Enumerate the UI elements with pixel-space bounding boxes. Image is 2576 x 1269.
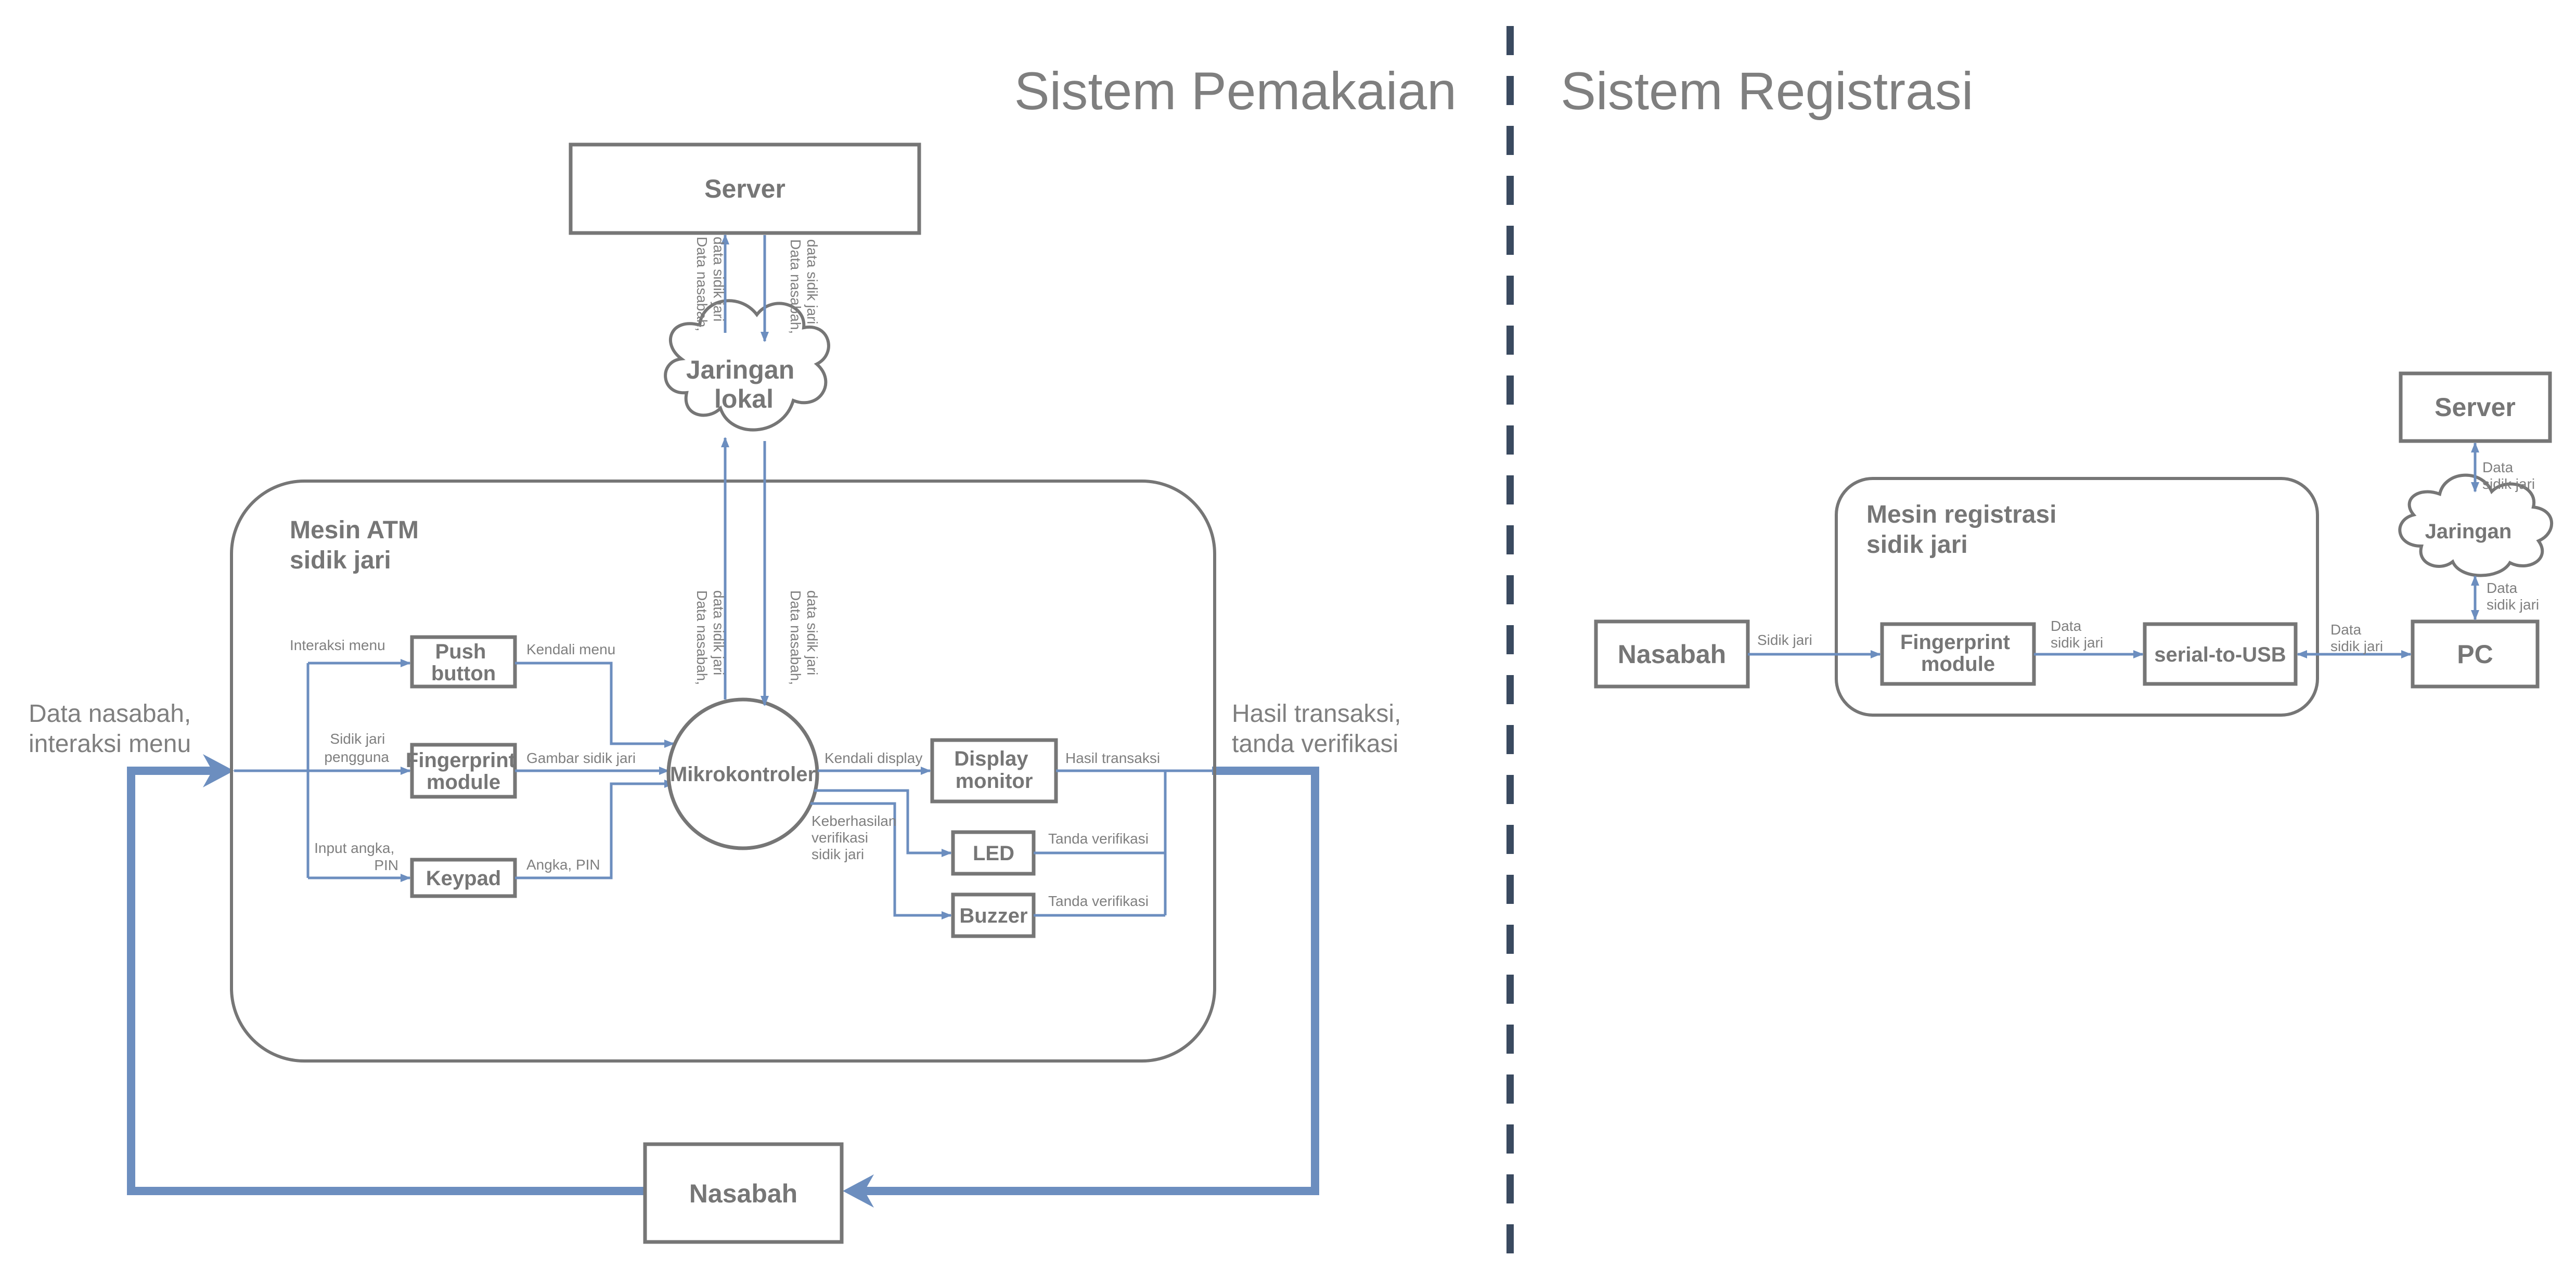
server-label: Server [704, 174, 785, 203]
edge-label-keberhasilan-verifikasi: Keberhasilan verifikasi sidik jari [812, 813, 900, 862]
keypad-label: Keypad [426, 867, 501, 890]
atm-machine-label: Mesin ATM sidik jari [290, 516, 426, 574]
edge-label-input-angka-pin: Input angka, PIN [314, 840, 398, 873]
nasabah-box [643, 1142, 844, 1244]
title-registration-system: Sistem Registrasi [1561, 61, 1974, 121]
display-monitor-box [930, 738, 1058, 804]
edge-label-data-down-lower: Data nasabah, data sidik jari [788, 590, 820, 689]
edge-label-interaksi-menu: Interaksi menu [290, 637, 385, 653]
registration-machine-container [1835, 477, 2319, 717]
edge-label-reg-data-2: Data sidik jari [2330, 621, 2383, 654]
edge-label-tanda-verifikasi-led: Tanda verifikasi [1048, 831, 1149, 847]
edge-label-sidik-jari-pengguna: Sidik jari pengguna [324, 731, 389, 765]
input-label: Data nasabah, interaksi menu [29, 700, 198, 758]
edge-label-data-up-upper: Data nasabah, data sidik jari [694, 237, 727, 335]
edge-label-data-up-lower: Data nasabah, data sidik jari [694, 590, 727, 689]
edge-label-gambar-sidik-jari: Gambar sidik jari [526, 750, 636, 766]
buzzer-box [951, 892, 1036, 938]
registration-fingerprint-label: Fingerprint module [1900, 631, 2016, 676]
output-arrowhead [843, 1174, 874, 1208]
edge-label-hasil-transaksi: Hasil transaksi [1065, 750, 1160, 766]
nasabah-label: Nasabah [689, 1179, 797, 1208]
atm-machine-container [230, 480, 1216, 1063]
registration-network-label: Jaringan [2425, 520, 2512, 543]
edge-push-to-mcu [515, 662, 675, 748]
local-network-label: Jaringan lokal [686, 355, 802, 413]
registration-server-label: Server [2435, 393, 2516, 422]
registration-server-box [2399, 371, 2552, 443]
user-input-loop [127, 767, 645, 1195]
title-usage-system: Sistem Pemakaian [1014, 61, 1457, 121]
edge-mcu-to-buzzer [810, 802, 952, 920]
edge-keypad-to-mcu [515, 780, 675, 879]
output-label: Hasil transaksi, tanda verifikasi [1232, 700, 1408, 758]
server-box [569, 143, 921, 235]
registration-nasabah-label: Nasabah [1618, 640, 1726, 669]
pc-box [2411, 619, 2540, 689]
registration-machine-label: Mesin registrasi sidik jari [1866, 501, 2064, 559]
edge-label-kendali-display: Kendali display [825, 750, 922, 766]
user-output-loop [864, 767, 1319, 1195]
edge-label-data-down-upper: Data nasabah, data sidik jari [788, 239, 820, 338]
edge-mcu-to-led [814, 789, 952, 857]
pc-label: PC [2457, 640, 2493, 669]
fingerprint-module-label: Fingerprint module [406, 749, 521, 794]
edge-label-reg-data-3: Data sidik jari [2487, 580, 2539, 613]
local-network-cloud [664, 299, 830, 432]
edge-label-reg-data-4: Data sidik jari [2482, 459, 2535, 492]
led-box [951, 830, 1036, 876]
edge-label-reg-sidik-jari: Sidik jari [1757, 632, 1812, 648]
display-monitor-label: Display monitor [954, 747, 1034, 793]
edge-label-angka-pin: Angka, PIN [526, 857, 600, 873]
registration-fingerprint-box [1880, 622, 2036, 686]
edge-label-tanda-verifikasi-buzzer: Tanda verifikasi [1048, 893, 1149, 909]
microcontroller-label: Mikrokontroler [670, 763, 816, 786]
buzzer-label: Buzzer [959, 904, 1027, 927]
registration-network-cloud [2398, 473, 2553, 577]
edge-label-kendali-menu: Kendali menu [526, 641, 615, 657]
serial-to-usb-box [2143, 622, 2298, 686]
led-label: LED [973, 842, 1014, 865]
edge-label-reg-data-1: Data sidik jari [2051, 618, 2103, 651]
microcontroller-node [666, 697, 819, 850]
serial-to-usb-label: serial-to-USB [2154, 643, 2286, 666]
push-button-label: Push button [431, 640, 496, 685]
input-arrowhead [203, 754, 234, 787]
